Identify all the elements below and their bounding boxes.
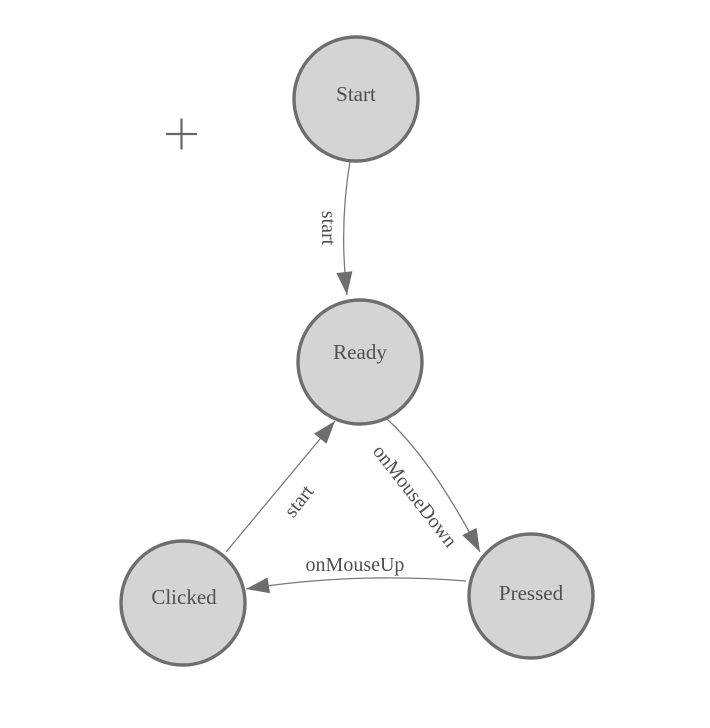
- state-node-clicked-label[interactable]: Clicked: [151, 585, 217, 609]
- state-node-start-label[interactable]: Start: [336, 82, 376, 106]
- arrowhead-icon: [462, 527, 480, 552]
- edge-ready-to-pressed[interactable]: [386, 418, 481, 553]
- edge-label-onmouseup[interactable]: onMouseUp: [306, 554, 405, 576]
- arrowhead-icon: [336, 271, 353, 295]
- state-node-ready-label[interactable]: Ready: [333, 340, 387, 364]
- node-layer: Start Ready Clicked Pressed: [119, 35, 595, 667]
- edge-label-onmousedown[interactable]: onMouseDown: [368, 441, 461, 552]
- edge-clicked-to-ready[interactable]: [225, 420, 336, 553]
- arrowhead-icon: [246, 577, 270, 594]
- edge-label-clicked-to-ready[interactable]: start: [280, 481, 319, 522]
- edge-pressed-to-clicked[interactable]: [245, 577, 467, 590]
- state-node-pressed-label[interactable]: Pressed: [499, 581, 564, 605]
- state-node-ready[interactable]: [296, 298, 424, 426]
- state-node-clicked[interactable]: [119, 539, 247, 667]
- state-node-pressed[interactable]: [467, 532, 595, 660]
- edge-label-start-to-ready[interactable]: start: [317, 211, 339, 246]
- arrowhead-icon: [314, 421, 335, 444]
- edge-layer: [225, 160, 481, 594]
- state-node-start[interactable]: [292, 35, 420, 163]
- add-node-crosshair-icon: [166, 118, 197, 150]
